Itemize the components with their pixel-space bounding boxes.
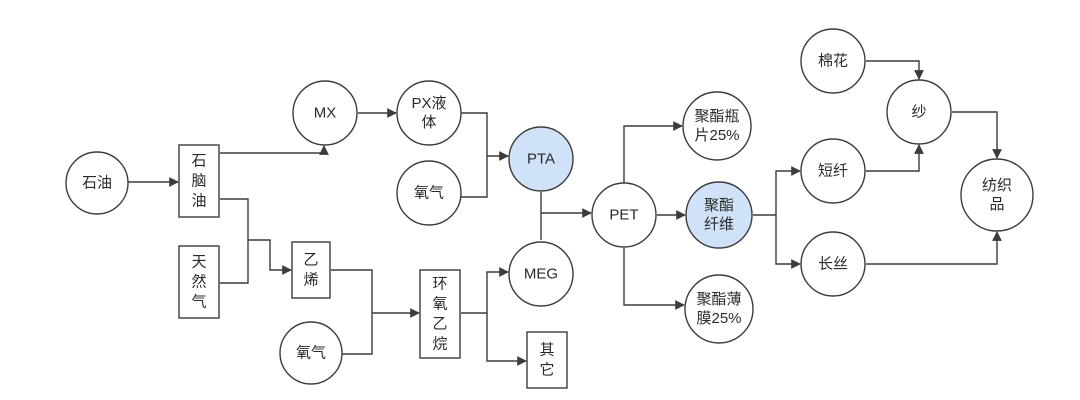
nodes-layer: 石油石脑油天然气MXPX液体氧气PTA乙烯氧气环氧乙烷MEG其它PET聚酯瓶片2…	[65, 28, 1034, 389]
node-fangzhipin-label-1: 品	[989, 196, 1004, 213]
edge-yangqi2-huanyang	[342, 313, 373, 355]
edge-shinaoyou-mx	[220, 145, 329, 155]
node-yangqi1-label-0: 氧气	[414, 185, 444, 202]
node-huanyang-label-3: 烷	[432, 336, 447, 353]
edge-shinaoyou-yixi	[220, 198, 292, 275]
edges-layer	[128, 60, 1002, 366]
node-sha-shape	[886, 79, 952, 145]
node-yangqi1-shape	[396, 160, 462, 226]
node-tianranqi-label-0: 天	[191, 254, 206, 271]
node-meg-label-0: MEG	[524, 266, 558, 283]
node-fangzhipin: 纺织品	[960, 158, 1034, 232]
edge-mianhua-sha	[866, 60, 924, 80]
node-bomo-label-1: 膜25%	[696, 310, 741, 327]
node-mx-shape	[292, 80, 358, 146]
node-pingpian-label-0: 聚酯瓶	[694, 108, 739, 125]
node-bomo-label-0: 聚酯薄	[696, 291, 741, 308]
edge-yangqi1-pta	[461, 156, 488, 198]
node-shinaoyou-label-0: 石	[191, 153, 206, 170]
node-bomo-shape	[684, 274, 754, 344]
node-mianhua-label-0: 棉花	[818, 53, 848, 70]
node-duanxian-shape	[800, 138, 866, 204]
node-sha-label-0: 纱	[911, 104, 926, 121]
node-pxyeti-label-1: 体	[421, 114, 436, 131]
node-pxyeti-shape	[396, 80, 462, 146]
edge-yixi-huanyang	[331, 269, 420, 318]
edge-huanyang-qita	[486, 313, 527, 366]
node-mx-label-0: MX	[314, 105, 337, 122]
node-changsi: 长丝	[800, 231, 866, 297]
node-xianwei-label-0: 聚酯	[704, 197, 734, 214]
node-yangqi1: 氧气	[396, 160, 462, 226]
edge-huanyang-meg	[461, 267, 509, 314]
node-pet-label-0: PET	[609, 207, 638, 224]
node-changsi-label-0: 长丝	[818, 256, 848, 273]
node-huanyang-shape	[419, 269, 461, 359]
node-sha: 纱	[886, 79, 952, 145]
node-qita-shape	[526, 331, 568, 389]
node-yangqi2-label-0: 氧气	[296, 345, 326, 362]
node-qita-label-1: 它	[539, 361, 554, 379]
node-fangzhipin-shape	[960, 158, 1034, 232]
node-mianhua: 棉花	[800, 28, 866, 94]
node-pta-shape	[508, 126, 574, 192]
node-tianranqi-label-2: 气	[191, 294, 206, 311]
node-shinaoyou: 石脑油	[178, 144, 220, 218]
node-pingpian-shape	[682, 91, 752, 161]
node-shinaoyou-label-2: 油	[191, 193, 206, 210]
node-yixi-label-0: 乙	[303, 252, 318, 269]
node-yixi: 乙烯	[291, 241, 331, 299]
edge-pet-bomo	[623, 248, 685, 310]
node-yixi-label-1: 烯	[303, 272, 318, 289]
node-xianwei-label-1: 纤维	[704, 216, 734, 233]
edge-xianwei-duanxian	[753, 166, 801, 216]
node-pet-shape	[591, 182, 657, 248]
node-yangqi2-shape	[279, 321, 343, 385]
node-meg: MEG	[508, 241, 574, 307]
node-shinaoyou-shape	[178, 144, 220, 218]
edge-duanxian-sha	[866, 144, 924, 172]
node-pet: PET	[591, 182, 657, 248]
node-huanyang-label-0: 环	[432, 276, 447, 293]
node-duanxian: 短纤	[800, 138, 866, 204]
node-fangzhipin-label-0: 纺织	[982, 177, 1012, 194]
node-qita: 其它	[526, 331, 568, 389]
node-huanyang-label-1: 氧	[432, 296, 447, 313]
edge-pxyeti-pta	[461, 112, 509, 161]
node-xianwei-shape	[685, 181, 753, 249]
node-huanyang-label-2: 乙	[432, 316, 447, 333]
edge-xianwei-changsi	[775, 215, 801, 269]
node-shinaoyou-label-1: 脑	[191, 173, 206, 190]
edge-pet-pingpian	[623, 121, 683, 183]
node-shiyou-label-0: 石油	[82, 175, 112, 192]
node-pingpian-label-1: 片25%	[694, 127, 739, 144]
edge-sha-fangzhipin	[952, 111, 1002, 159]
node-yangqi2: 氧气	[279, 321, 343, 385]
node-shiyou-shape	[65, 151, 129, 215]
node-pta: PTA	[508, 126, 574, 192]
node-pxyeti-label-0: PX液	[411, 95, 446, 112]
node-duanxian-label-0: 短纤	[818, 163, 848, 180]
node-meg-shape	[508, 241, 574, 307]
node-tianranqi-shape	[178, 245, 220, 319]
node-pta-label-0: PTA	[527, 151, 555, 168]
node-mx: MX	[292, 80, 358, 146]
node-mianhua-shape	[800, 28, 866, 94]
edge-changsi-fangzhipin	[866, 231, 1002, 265]
node-tianranqi: 天然气	[178, 245, 220, 319]
node-qita-label-0: 其	[539, 342, 554, 359]
edge-tianranqi-yixi	[220, 240, 249, 284]
node-tianranqi-label-1: 然	[191, 274, 206, 291]
node-shiyou: 石油	[65, 151, 129, 215]
node-yixi-shape	[291, 241, 331, 299]
node-changsi-shape	[800, 231, 866, 297]
